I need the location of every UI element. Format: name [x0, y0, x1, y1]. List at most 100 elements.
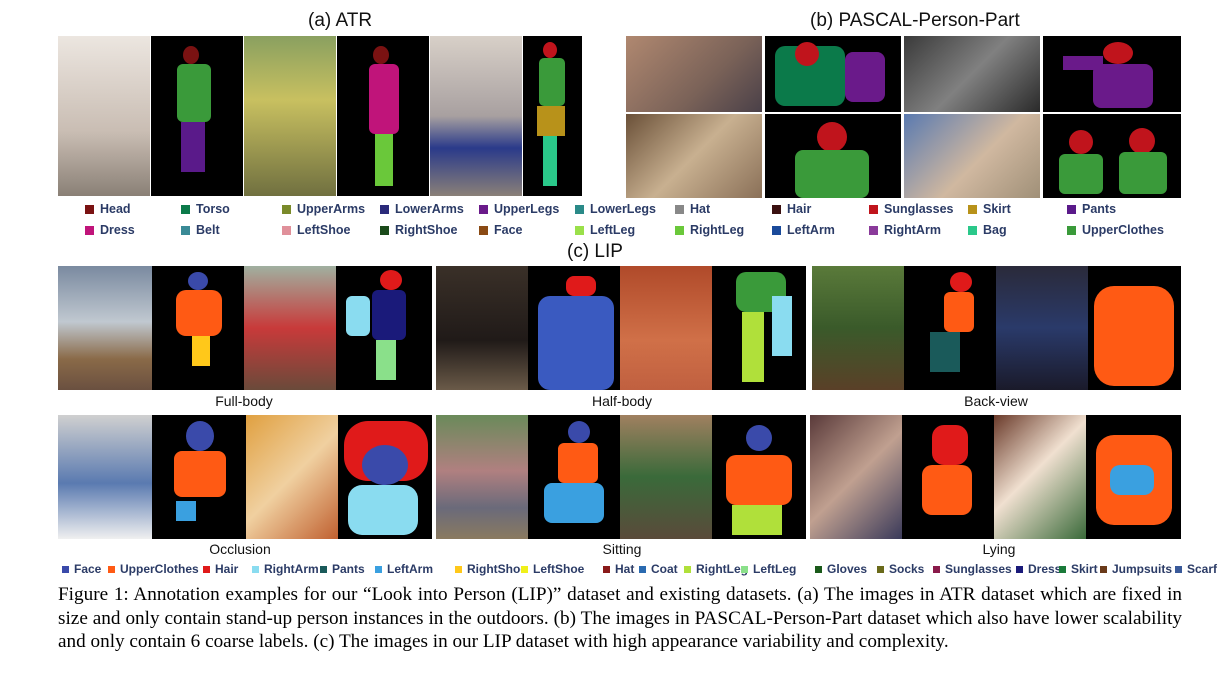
legend-item: Belt [181, 223, 220, 237]
lip-lying-segmentation-2 [1086, 415, 1181, 539]
legend-swatch [479, 204, 488, 214]
lip-full-body-segmentation-2 [336, 266, 432, 390]
legend-label: UpperClothes [1082, 223, 1164, 237]
legend-item: LeftLeg [575, 223, 635, 237]
legend-item: Dress [85, 223, 135, 237]
legend-swatch [85, 225, 94, 235]
legend-item: UpperClothes [1067, 223, 1164, 237]
legend-label: LowerArms [395, 202, 464, 216]
pascal-segmentation-1 [765, 36, 901, 112]
legend-item: LowerArms [380, 202, 464, 216]
legend-item: LowerLegs [575, 202, 656, 216]
lip-legend-label: RightShoe [467, 562, 527, 576]
legend-label: LeftArm [787, 223, 835, 237]
lip-legend-item: Hair [203, 562, 238, 576]
lying-caption: Lying [982, 541, 1016, 557]
lip-legend-item: Skirt [1059, 562, 1098, 576]
pascal-photo-4 [904, 114, 1040, 198]
lip-half-body-segmentation-1 [528, 266, 620, 390]
legend-label: RightLeg [690, 223, 745, 237]
lip-legend-label: RightLeg [696, 562, 748, 576]
legend-item: RightShoe [380, 223, 458, 237]
legend-swatch [772, 204, 781, 214]
legend-swatch [575, 204, 584, 214]
half-body-caption: Half-body [592, 393, 652, 409]
lip-legend-swatch [1059, 565, 1066, 573]
legend-swatch [772, 225, 781, 235]
lip-legend-swatch [62, 565, 69, 573]
lip-legend-label: Sunglasses [945, 562, 1012, 576]
lip-legend-swatch [1100, 565, 1107, 573]
legend-swatch [380, 225, 389, 235]
atr-segmentation-2 [337, 36, 429, 196]
legend-label: Head [100, 202, 131, 216]
lip-legend-label: Socks [889, 562, 925, 576]
lip-sitting-segmentation-2 [712, 415, 806, 539]
legend-item: UpperLegs [479, 202, 559, 216]
lip-legend-label: LeftShoe [533, 562, 585, 576]
legend-swatch [181, 204, 190, 214]
lip-legend-swatch [815, 565, 822, 573]
legend-swatch [968, 204, 977, 214]
lip-occlusion-photo-1 [58, 415, 152, 539]
lip-lying-photo-1 [810, 415, 902, 539]
lip-sitting-photo-2 [620, 415, 712, 539]
lip-legend-swatch [684, 565, 691, 573]
legend-swatch [675, 204, 684, 214]
legend-swatch [479, 225, 488, 235]
legend-label: Dress [100, 223, 135, 237]
legend-label: Sunglasses [884, 202, 954, 216]
lip-legend-item: Sunglasses [933, 562, 1012, 576]
lip-legend-swatch [521, 565, 528, 573]
lip-back-view-segmentation-1 [904, 266, 996, 390]
legend-label: Torso [196, 202, 230, 216]
legend-swatch [575, 225, 584, 235]
lip-legend-label: LeftArm [387, 562, 434, 576]
occlusion-caption: Occlusion [209, 541, 271, 557]
lip-legend-label: Coat [651, 562, 678, 576]
lip-legend-label: Hat [615, 562, 635, 576]
lip-legend-item: Scarf [1175, 562, 1217, 576]
legend-label: LeftShoe [297, 223, 351, 237]
lip-legend-label: RightArm [264, 562, 319, 576]
lip-legend-swatch [603, 565, 610, 573]
lip-legend-swatch [1016, 565, 1023, 573]
legend-swatch [1067, 204, 1076, 214]
lip-legend-label: Hair [215, 562, 239, 576]
legend-label: Belt [196, 223, 220, 237]
legend-label: Hat [690, 202, 711, 216]
legend-item: Bag [968, 223, 1007, 237]
lip-legend-item: Gloves [815, 562, 867, 576]
lip-legend-item: RightShoe [455, 562, 527, 576]
legend-swatch [1067, 225, 1076, 235]
legend-item: LeftShoe [282, 223, 350, 237]
lip-legend-swatch [320, 565, 327, 573]
lip-legend-item: RightLeg [684, 562, 748, 576]
atr-photo-1 [58, 36, 150, 196]
legend-label: Pants [1082, 202, 1117, 216]
back-view-caption: Back-view [964, 393, 1028, 409]
lip-legend-swatch [933, 565, 940, 573]
lip-legend-label: Jumpsuits [1112, 562, 1173, 576]
pascal-photo-3 [626, 114, 762, 198]
atr-segmentation-1 [151, 36, 243, 196]
lip-legend-item: LeftShoe [521, 562, 584, 576]
pascal-photo-1 [626, 36, 762, 112]
pascal-photo-2 [904, 36, 1040, 112]
legend-item: Skirt [968, 202, 1011, 216]
lip-half-body-photo-1 [436, 266, 528, 390]
legend-swatch [181, 225, 190, 235]
lip-legend-item: Jumpsuits [1100, 562, 1172, 576]
legend-label: LowerLegs [590, 202, 656, 216]
legend-item: Sunglasses [869, 202, 953, 216]
lip-legend-swatch [1175, 565, 1182, 573]
lip-lying-segmentation-1 [902, 415, 994, 539]
lip-legend-label: Pants [332, 562, 365, 576]
figure-caption: Figure 1: Annotation examples for our “L… [58, 584, 1182, 652]
lip-full-body-photo-1 [58, 266, 152, 390]
atr-photo-3 [430, 36, 522, 196]
lip-legend-item: Socks [877, 562, 924, 576]
lip-legend-swatch [741, 565, 748, 573]
lip-legend-item: Pants [320, 562, 365, 576]
atr-title: (a) ATR [308, 10, 373, 31]
